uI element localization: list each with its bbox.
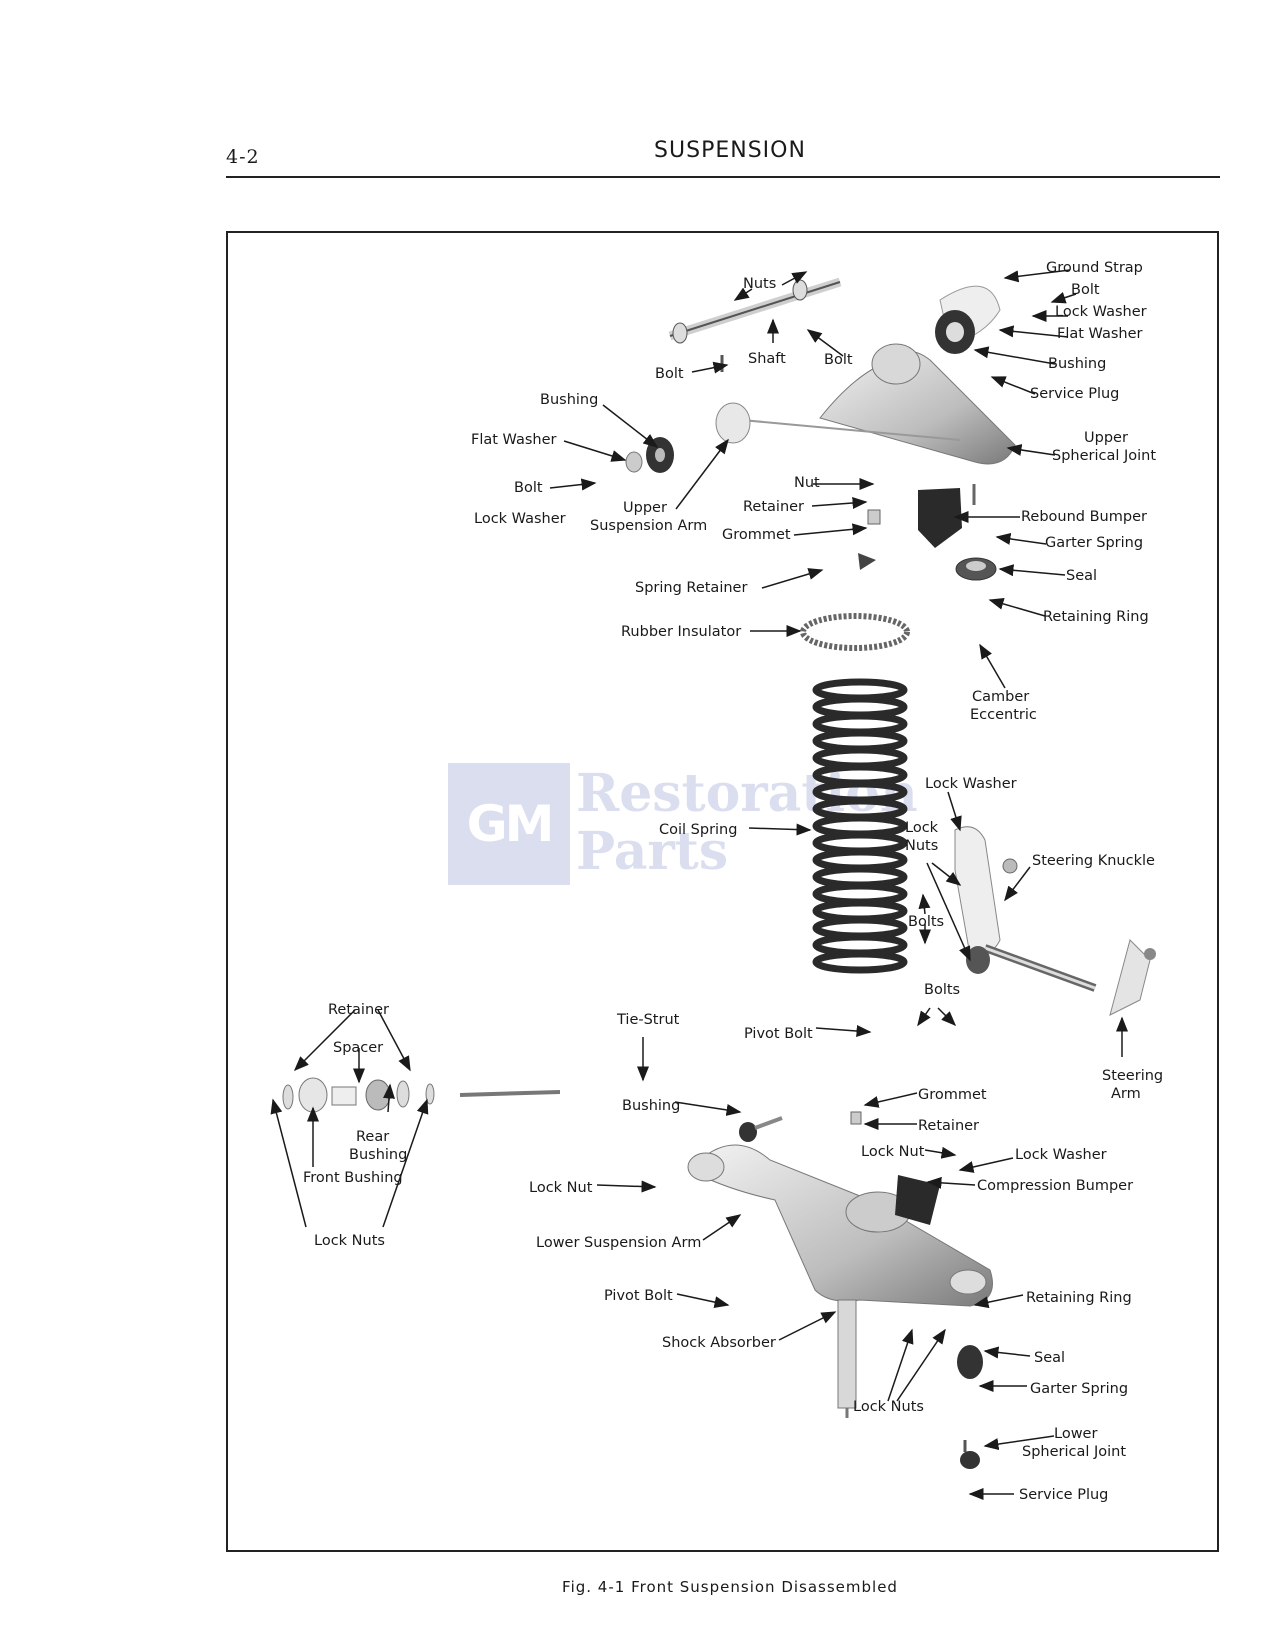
lower-suspension-arm (687, 1111, 993, 1307)
figure-frame (226, 231, 1219, 1552)
label-flat-washer-top: Flat Washer (1057, 326, 1143, 342)
label-bolts-2: Bolts (924, 982, 960, 998)
label-compression-bumper: Compression Bumper (977, 1178, 1133, 1194)
label-upper-arm-1: Upper (623, 500, 667, 516)
label-shaft: Shaft (748, 351, 786, 367)
spring-coil (812, 950, 908, 974)
label-spring-retainer: Spring Retainer (635, 580, 747, 596)
label-camber-2: Eccentric (970, 707, 1037, 723)
steering-knuckle (954, 826, 1156, 1016)
label-rebound-bumper: Rebound Bumper (1021, 509, 1147, 525)
label-coil-spring: Coil Spring (659, 822, 737, 838)
label-seal-upper: Seal (1066, 568, 1097, 584)
label-bolt-left: Bolt (514, 480, 543, 496)
label-pivot-bolt-upper: Pivot Bolt (744, 1026, 813, 1042)
label-shock-absorber: Shock Absorber (662, 1335, 776, 1351)
label-bolt-top: Bolt (1071, 282, 1100, 298)
label-upper-spherical-2: Spherical Joint (1052, 448, 1156, 464)
label-service-plug-top: Service Plug (1030, 386, 1119, 402)
label-lower-spherical-2: Spherical Joint (1022, 1444, 1126, 1460)
label-service-plug-lower: Service Plug (1019, 1487, 1108, 1503)
figure-caption: Fig. 4-1 Front Suspension Disassembled (562, 1578, 898, 1596)
label-spacer: Spacer (333, 1040, 383, 1056)
label-flat-washer-left: Flat Washer (471, 432, 557, 448)
label-pivot-bolt-lower: Pivot Bolt (604, 1288, 673, 1304)
label-lock-nuts-mid-2: Nuts (905, 838, 938, 854)
label-steering-arm-2: Arm (1111, 1086, 1141, 1102)
rubber-insulator (800, 613, 910, 651)
label-rubber-insulator: Rubber Insulator (621, 624, 741, 640)
label-retainer-lower: Retainer (918, 1118, 979, 1134)
label-seal-lower: Seal (1034, 1350, 1065, 1366)
page-number: 4-2 (226, 146, 260, 168)
label-lower-arm: Lower Suspension Arm (536, 1235, 701, 1251)
label-retaining-ring-upper: Retaining Ring (1043, 609, 1149, 625)
label-rear-bushing-2: Bushing (349, 1147, 407, 1163)
label-upper-spherical-1: Upper (1084, 430, 1128, 446)
upper-suspension-arm (625, 285, 1016, 473)
lower-spherical-joint-assembly (957, 1345, 983, 1469)
label-steering-knuckle: Steering Knuckle (1032, 853, 1155, 869)
label-lock-washer-mid: Lock Washer (925, 776, 1017, 792)
label-bushing-lower: Bushing (622, 1098, 680, 1114)
gm-logo-icon: GM (448, 763, 570, 885)
label-garter-spring-upper: Garter Spring (1045, 535, 1143, 551)
label-retaining-ring-lower: Retaining Ring (1026, 1290, 1132, 1306)
leader-lines (270, 269, 1128, 1500)
watermark: GM Restoration Parts (448, 763, 918, 885)
diagram-labels: Nuts Ground Strap Bolt Lock Washer Flat … (303, 260, 1163, 1503)
label-lock-washer-lower: Lock Washer (1015, 1147, 1107, 1163)
label-bolt-shaft: Bolt (824, 352, 853, 368)
watermark-text: Restoration Parts (576, 763, 918, 882)
label-bushing-top: Bushing (1048, 356, 1106, 372)
label-lock-nuts-mid-1: Lock (905, 820, 939, 836)
label-lock-nut-left: Lock Nut (529, 1180, 593, 1196)
page-title: SUSPENSION (654, 138, 806, 163)
shock-absorber (837, 1299, 857, 1418)
label-tie-strut: Tie-Strut (616, 1012, 680, 1028)
label-camber-1: Camber (972, 689, 1029, 705)
label-lock-washer-left: Lock Washer (474, 511, 566, 527)
label-bolt-shaft-left: Bolt (655, 366, 684, 382)
label-lower-spherical-1: Lower (1054, 1426, 1097, 1442)
label-ground-strap: Ground Strap (1046, 260, 1143, 276)
upper-shaft-assembly (668, 277, 842, 372)
label-lock-washer-top: Lock Washer (1055, 304, 1147, 320)
label-front-bushing: Front Bushing (303, 1170, 403, 1186)
label-lock-nuts-left: Lock Nuts (314, 1233, 385, 1249)
label-grommet-lower: Grommet (918, 1087, 987, 1103)
label-lock-nut-lower: Lock Nut (861, 1144, 925, 1160)
coil-spring (812, 678, 908, 974)
label-garter-spring-lower: Garter Spring (1030, 1381, 1128, 1397)
label-retainer-left: Retainer (328, 1002, 389, 1018)
label-nuts: Nuts (743, 276, 776, 292)
label-grommet-upper: Grommet (722, 527, 791, 543)
rebound-bumper-assembly (858, 484, 997, 581)
label-bolts-1: Bolts (908, 914, 944, 930)
label-bushing-left: Bushing (540, 392, 598, 408)
label-retainer-upper: Retainer (743, 499, 804, 515)
label-nut: Nut (794, 475, 820, 491)
label-rear-bushing-1: Rear (356, 1129, 389, 1145)
tie-strut-assembly (282, 1077, 561, 1113)
label-steering-arm-1: Steering (1102, 1068, 1163, 1084)
label-lock-nuts-lower: Lock Nuts (853, 1399, 924, 1415)
label-upper-arm-2: Suspension Arm (590, 518, 707, 534)
header-rule (226, 176, 1220, 178)
